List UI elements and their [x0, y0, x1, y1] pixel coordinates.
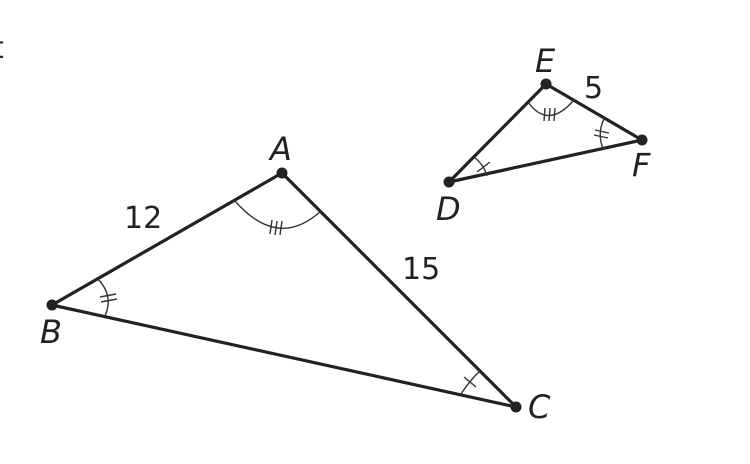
vertex-f-point — [636, 134, 648, 146]
angle-b-marker — [97, 278, 109, 317]
angle-d-tick — [476, 161, 491, 173]
vertex-d-point — [443, 176, 455, 188]
vertex-e-point — [540, 78, 552, 90]
vertex-f-label: F — [632, 146, 651, 184]
vertex-c-point — [510, 401, 522, 413]
angle-d-marker — [473, 156, 488, 177]
angle-a-marker — [234, 200, 322, 229]
side-ac — [280, 171, 518, 409]
vertex-c-label: C — [528, 388, 551, 426]
vertex-a-point — [276, 167, 288, 179]
vertex-b-label: B — [40, 313, 62, 351]
side-df — [447, 138, 644, 184]
triangle-abc: A B C 12 15 — [40, 130, 551, 426]
side-bc — [50, 303, 518, 409]
vertex-d-label: D — [436, 190, 461, 228]
angle-b-ticks — [99, 293, 118, 303]
angle-e-ticks — [543, 107, 556, 122]
side-ef-length: 5 — [584, 71, 603, 106]
side-de — [447, 82, 548, 184]
angle-e-marker — [527, 99, 575, 117]
side-ac-length: 15 — [402, 252, 440, 287]
vertex-b-point — [46, 299, 58, 311]
angle-c-tick — [463, 376, 477, 388]
vertex-e-label: E — [535, 42, 556, 80]
side-ab — [50, 171, 284, 307]
side-ef — [544, 82, 644, 142]
angle-f-marker — [599, 118, 605, 150]
angle-c-marker — [460, 370, 481, 395]
side-ab-length: 12 — [124, 201, 162, 236]
triangle-def: D E F 5 — [436, 42, 651, 228]
angle-f-ticks — [593, 129, 610, 139]
angle-a-ticks — [269, 219, 283, 236]
clipped-text-fragment: t — [0, 31, 4, 66]
vertex-a-label: A — [268, 130, 292, 168]
